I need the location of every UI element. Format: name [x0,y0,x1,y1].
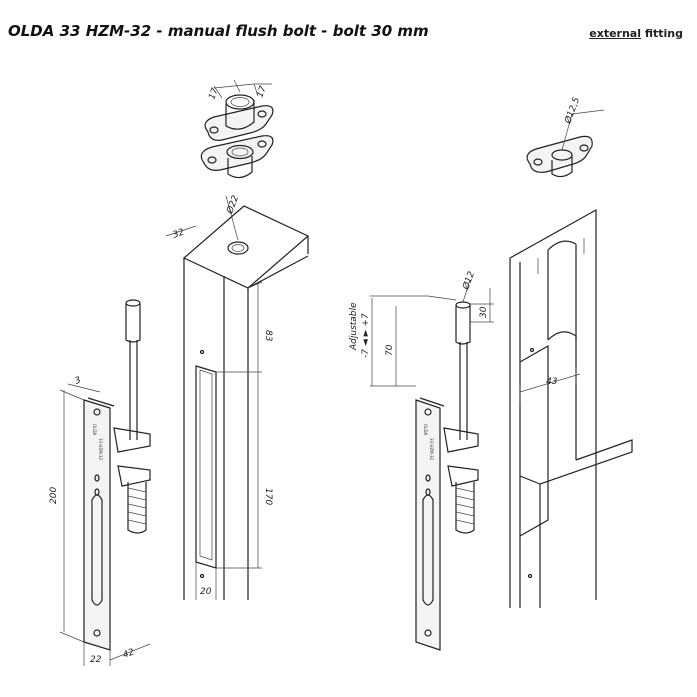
door-frame-right: 43 [509,208,633,608]
dim-recess-width-20: 20 [200,587,212,597]
plate-brand-left: OLDA [92,424,97,435]
dim-rod-30: 30 [479,306,489,318]
plate-model-left: 33 HZM-32 [98,438,103,461]
dim-recess-170: 170 [263,488,273,505]
page-title: OLDA 33 HZM-32 - manual flush bolt - bol… [8,22,429,40]
dim-plate-thickness-3: 3 [74,375,83,386]
dim-travel-70: 70 [385,344,395,356]
plate-model-right: 33 HZM-32 [429,438,434,461]
strike-sleeve-assembly: 17 17 [200,79,274,179]
dim-hole-22: Ø22 [224,194,241,216]
door-frame-left: 32 Ø22 83 170 20 [165,194,310,600]
dim-offset-43: 43 [546,377,558,387]
dim-plate-width-22: 22 [90,655,102,665]
flush-bolt-left: OLDA 33 HZM-32 200 3 22 42 [49,299,151,666]
flush-bolt-right: OLDA 33 HZM-32 Ø12 30 70 Adjustable -7 ◄… [349,270,494,651]
plate-brand-right: OLDA [423,424,428,435]
dim-adjust-range: -7 ◄ ► +7 [361,313,371,358]
fitting-label-prefix: external [589,27,642,40]
dim-plate-length-200: 200 [49,487,59,504]
fitting-label-suffix: fitting [641,27,683,40]
dim-rod-dia-12: Ø12 [460,270,477,292]
dim-offset-42: 42 [122,647,136,660]
dim-hole-12-5: Ø12,5 [562,96,582,126]
dim-depth-32: 32 [172,227,186,240]
dim-sleeve-b: 17 [255,85,268,99]
fitting-label: external fitting [589,27,683,40]
strike-plate-right: Ø12,5 [526,96,605,178]
dim-adjustable-label: Adjustable [349,302,359,351]
dim-offset-83: 83 [263,330,273,342]
dim-sleeve-a: 17 [207,87,220,101]
